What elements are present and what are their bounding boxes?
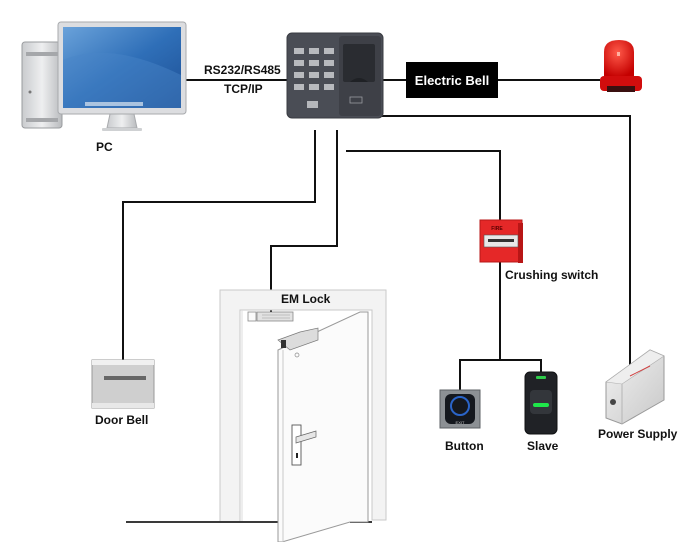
power-supply-label: Power Supply [598,427,678,441]
keypad-key [294,84,304,90]
keypad-key [324,72,334,78]
keypad-function-key [307,101,318,108]
monitor-icon [57,21,187,131]
link-label: RS232/RS485 TCP/IP [204,63,281,96]
door-bell-node: Door Bell [91,359,155,427]
link-label-protocols: RS232/RS485 [204,63,281,77]
keypad-key [324,84,334,90]
electric-bell-box [406,62,498,98]
keypad-key [324,60,334,66]
exit-button-face-label: EXIT [456,420,465,425]
em-lock-icon [256,311,294,322]
wire-controller-crushing-switch [346,150,501,360]
power-supply-node: Power Supply [598,349,678,441]
keypad-key [309,84,319,90]
em-lock-label: EM Lock [281,292,331,306]
door-frame [126,289,387,523]
rfid-card-icon [349,96,363,104]
keypad [294,48,334,90]
alarm-light-icon [600,40,642,92]
keypad-key [309,48,319,54]
keypad-key [294,60,304,66]
wire-controller-power-supply [380,115,631,366]
wires [122,79,631,390]
keypad-key [294,72,304,78]
door-bell-label: Door Bell [95,413,148,427]
crushing-switch-node: FIRE Crushing switch [479,219,598,282]
keypad-key [309,60,319,66]
door-leaf [277,311,369,542]
pc-tower-icon [21,41,63,129]
wire-switch-to-slave [500,359,542,372]
slave-label: Slave [527,439,559,453]
wire-switch-to-button [459,359,500,390]
electric-bell-node: Electric Bell [406,62,498,98]
keypad-key [309,72,319,78]
door-bell-icon [91,359,155,409]
exit-button-node: EXIT Button [439,389,484,453]
em-lock-node: EM Lock [247,292,331,322]
pc-label: PC [96,140,113,154]
crushing-switch-label: Crushing switch [505,268,598,282]
fire-badge: FIRE [491,226,503,232]
controller-node [286,32,384,119]
electric-bell-label: Electric Bell [415,73,489,88]
wire-controller-door-bell [122,130,316,360]
pc-node: PC [21,21,187,154]
wire-controller-em-lock [270,130,338,312]
slave-node: Slave [524,371,559,453]
door-handle-icon [291,424,302,466]
keypad-key [294,48,304,54]
button-label: Button [445,439,484,453]
link-label-network: TCP/IP [224,82,263,96]
keypad-key [324,48,334,54]
